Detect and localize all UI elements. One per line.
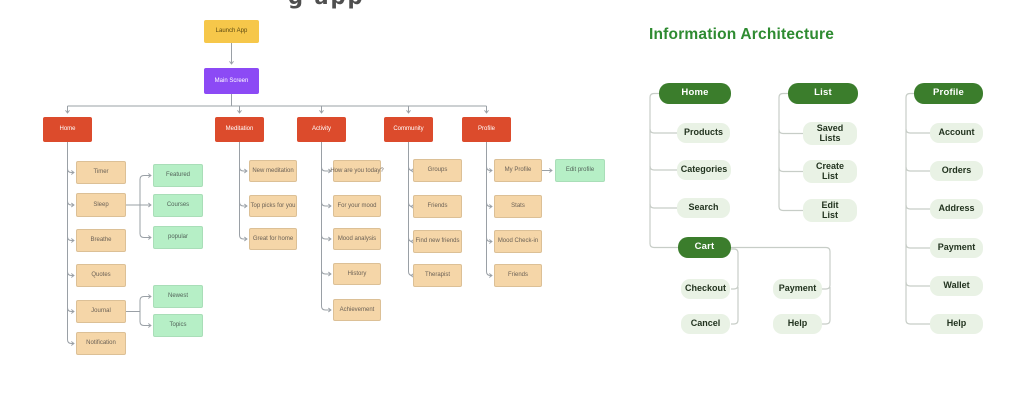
flow-node-featured[interactable]: Featured	[153, 164, 203, 187]
ia-node-home[interactable]: Home	[659, 83, 731, 104]
flow-node-friends2[interactable]: Friends	[494, 264, 542, 287]
flow-node-community[interactable]: Community	[384, 117, 433, 142]
ia-node-wallet[interactable]: Wallet	[930, 276, 983, 296]
ia-node-payment[interactable]: Payment	[773, 279, 822, 299]
ia-node-search[interactable]: Search	[677, 198, 730, 218]
ia-connectors	[649, 92, 930, 325]
flow-node-home[interactable]: Home	[43, 117, 92, 142]
ia-title: Information Architecture	[649, 26, 835, 43]
flow-node-for-mood[interactable]: For your mood	[333, 195, 381, 217]
ia-node-saved-lists[interactable]: Saved Lists	[803, 122, 857, 145]
flow-node-profile[interactable]: Profile	[462, 117, 511, 142]
ia-node-create-list[interactable]: Create List	[803, 160, 857, 183]
ia-node-profile[interactable]: Profile	[914, 83, 983, 104]
flow-node-therapist[interactable]: Therapist	[413, 264, 462, 287]
ia-node-orders[interactable]: Orders	[930, 161, 983, 181]
cropped-page-title-text: g app	[288, 0, 408, 9]
flow-node-popular[interactable]: popular	[153, 226, 203, 249]
ia-node-help[interactable]: Help	[930, 314, 983, 334]
ia-node-address[interactable]: Address	[930, 199, 983, 219]
flow-node-new-meditation[interactable]: New meditation	[249, 160, 297, 182]
ia-node-categories[interactable]: Categories	[677, 160, 731, 180]
flow-node-history[interactable]: History	[333, 263, 381, 285]
flow-node-top-picks[interactable]: Top picks for you	[249, 195, 297, 217]
flow-node-sleep[interactable]: Sleep	[76, 193, 126, 217]
ia-node-cancel[interactable]: Cancel	[681, 314, 730, 334]
ia-node-list[interactable]: List	[788, 83, 858, 104]
flow-node-friends[interactable]: Friends	[413, 195, 462, 218]
flow-node-achievement[interactable]: Achievement	[333, 299, 381, 321]
flow-node-journal[interactable]: Journal	[76, 300, 126, 323]
flow-node-great-for-home[interactable]: Great for home	[249, 228, 297, 250]
flow-node-courses[interactable]: Courses	[153, 194, 203, 217]
flow-node-how-today[interactable]: How are you today?	[330, 160, 384, 182]
flow-node-my-profile[interactable]: My Profile	[494, 159, 542, 182]
flow-node-mood-checkin[interactable]: Mood Check-in	[494, 230, 542, 253]
flow-node-activity[interactable]: Activity	[297, 117, 346, 142]
ia-node-payment[interactable]: Payment	[930, 238, 983, 258]
flow-node-groups[interactable]: Groups	[413, 159, 462, 182]
flow-node-find-friends[interactable]: Find new friends	[413, 230, 462, 253]
flow-node-breathe[interactable]: Breathe	[76, 229, 126, 252]
cropped-page-title: g app	[288, 0, 408, 10]
flow-node-edit-profile[interactable]: Edit profile	[555, 159, 605, 182]
flow-node-main-screen[interactable]: Main Screen	[204, 68, 259, 94]
ia-node-help[interactable]: Help	[773, 314, 822, 334]
flow-connectors	[65, 43, 553, 346]
flow-node-topics[interactable]: Topics	[153, 314, 203, 337]
flow-node-timer[interactable]: Timer	[76, 161, 126, 184]
ia-node-edit-list[interactable]: Edit List	[803, 199, 857, 222]
flow-node-newest[interactable]: Newest	[153, 285, 203, 308]
ia-node-checkout[interactable]: Checkout	[681, 279, 730, 299]
flow-node-notification[interactable]: Notification	[76, 332, 126, 355]
ia-node-products[interactable]: Products	[677, 123, 730, 143]
ia-node-account[interactable]: Account	[930, 123, 983, 143]
flow-node-mood-analysis[interactable]: Mood analysis	[333, 228, 381, 250]
flow-node-meditation[interactable]: Meditation	[215, 117, 264, 142]
ia-node-cart[interactable]: Cart	[678, 237, 731, 258]
flow-node-launch-app[interactable]: Launch App	[204, 20, 259, 43]
flow-node-stats[interactable]: Stats	[494, 195, 542, 218]
flow-node-quotes[interactable]: Quotes	[76, 264, 126, 287]
